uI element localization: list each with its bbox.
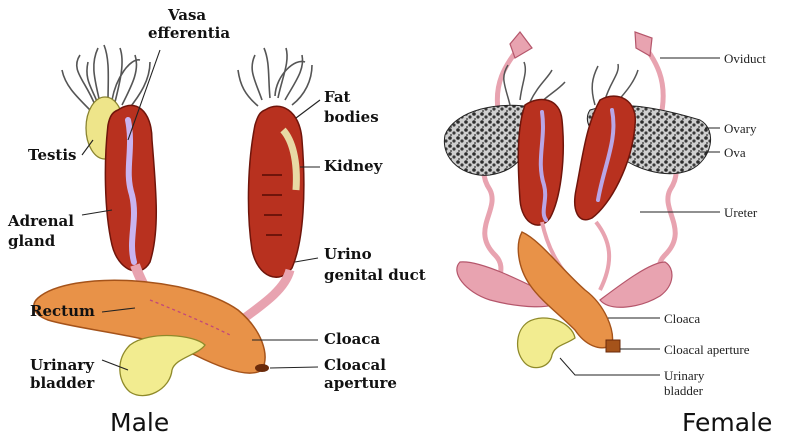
label-fat-bodies: bodies [324, 108, 379, 126]
male-diagram [34, 45, 320, 396]
label-female-urinary-line1: Urinary [664, 368, 704, 383]
label-male-cloacal-aperture: aperture [324, 374, 397, 392]
label-rectum: Rectum [30, 302, 95, 320]
label-male-urinary-bladder: bladder [30, 374, 94, 392]
ovisac-right [600, 262, 672, 307]
caption-female: Female [682, 408, 772, 437]
label-female-cloacal-aperture: Cloacal aperture [664, 342, 750, 357]
label-adrenal-gland: gland [8, 232, 55, 250]
kidney-right-shape [248, 106, 303, 277]
male-cloacal-aperture-shape [255, 364, 269, 372]
label-ovary: Ovary [724, 121, 757, 136]
label-oviduct: Oviduct [724, 51, 766, 66]
female-urinary-bladder-shape [518, 318, 575, 368]
label-testis: Testis [28, 146, 77, 164]
label-male-cloacal-line1: Cloacal [324, 356, 386, 374]
label-adrenal-line1: Adrenal [8, 212, 74, 230]
ureter-right [596, 222, 609, 290]
label-female-urinary-bladder: bladder [664, 383, 703, 398]
label-kidney: Kidney [324, 157, 382, 175]
label-ureter: Ureter [724, 205, 757, 220]
female-kidney-right [575, 96, 636, 220]
oviduct-funnel-right [635, 32, 652, 56]
fat-bodies-right [238, 48, 312, 106]
caption-male: Male [110, 408, 169, 437]
female-cloacal-aperture-shape [606, 340, 620, 352]
label-vasa-line1: Vasa [168, 6, 206, 24]
label-ova: Ova [724, 145, 746, 160]
label-female-cloaca: Cloaca [664, 311, 700, 326]
label-urino-genital-duct: genital duct [324, 266, 426, 284]
male-urinary-bladder-shape [120, 336, 205, 396]
label-male-cloaca: Cloaca [324, 330, 380, 348]
label-male-urinary-line1: Urinary [30, 356, 94, 374]
label-fat-line1: Fat [324, 88, 350, 106]
label-vasa-efferentia: efferentia [148, 24, 230, 42]
oviduct-funnel-left [510, 32, 532, 58]
label-urino-line1: Urino [324, 245, 372, 263]
